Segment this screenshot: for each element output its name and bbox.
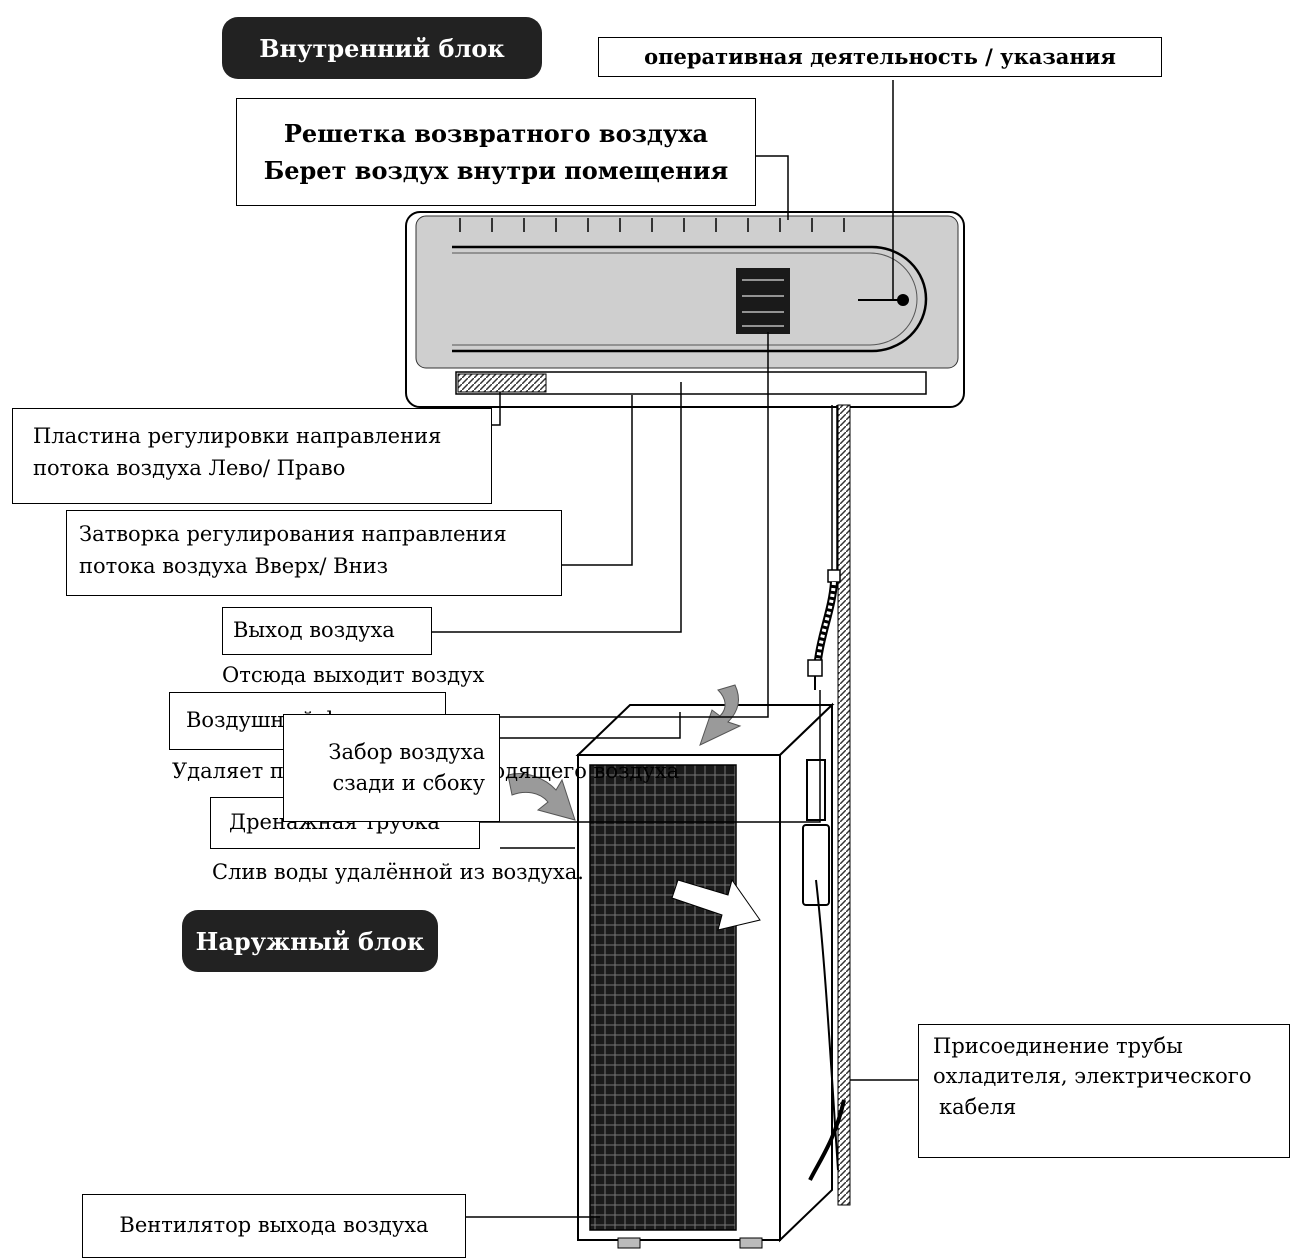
air-intake-line2: сзади и сбоку xyxy=(332,771,485,795)
lr-plate-line2: потока воздуха Лево/ Право xyxy=(33,455,346,480)
drain-hose xyxy=(807,569,841,690)
return-grille-line1: Решетка возвратного воздуха xyxy=(283,118,709,148)
air-intake-label: Забор воздуха сзади и сбоку xyxy=(283,714,500,822)
air-outlet-label: Выход воздуха xyxy=(222,607,432,655)
indoor-unit-title: Внутренний блок xyxy=(222,17,542,79)
lr-plate-label: Пластина регулировки направления потока … xyxy=(12,408,492,504)
fan-outlet-text: Вентилятор выхода воздуха xyxy=(119,1213,429,1238)
operation-label: оперативная деятельность / указания xyxy=(598,37,1162,77)
ud-louver-line1: Затворка регулирования направления xyxy=(79,522,507,546)
outdoor-unit xyxy=(575,702,846,1249)
airflow-arrows xyxy=(507,684,761,931)
air-outlet-desc: Отсюда выходит воздух xyxy=(222,663,485,687)
return-grille-label: Решетка возвратного воздуха Берет воздух… xyxy=(236,98,756,206)
air-outlet-text: Выход воздуха xyxy=(233,618,395,643)
air-intake-line1: Забор воздуха xyxy=(328,739,485,764)
outdoor-unit-title: Наружный блок xyxy=(182,910,438,972)
lr-plate-line1: Пластина регулировки направления xyxy=(33,424,442,448)
ud-louver-label: Затворка регулирования направления поток… xyxy=(66,510,562,596)
connecting-pipes xyxy=(831,404,851,1206)
pipe-connection-line1: Присоединение трубы xyxy=(933,1034,1183,1058)
pipe-connection-line3: кабеля xyxy=(939,1094,1017,1119)
ud-louver-line2: потока воздуха Вверх/ Вниз xyxy=(79,553,389,578)
operation-label-text: оперативная деятельность / указания xyxy=(644,44,1116,70)
indoor-unit xyxy=(405,211,965,408)
fan-outlet-label: Вентилятор выхода воздуха xyxy=(82,1194,466,1258)
return-grille-line2: Берет воздух внутри помещения xyxy=(263,156,729,185)
drain-pipe-desc: Слив воды удалённой из воздуха. xyxy=(212,860,584,884)
pipe-connection-label: Присоединение трубы охладителя, электрич… xyxy=(918,1024,1290,1158)
pipe-connection-line2: охладителя, электрического xyxy=(933,1064,1252,1089)
